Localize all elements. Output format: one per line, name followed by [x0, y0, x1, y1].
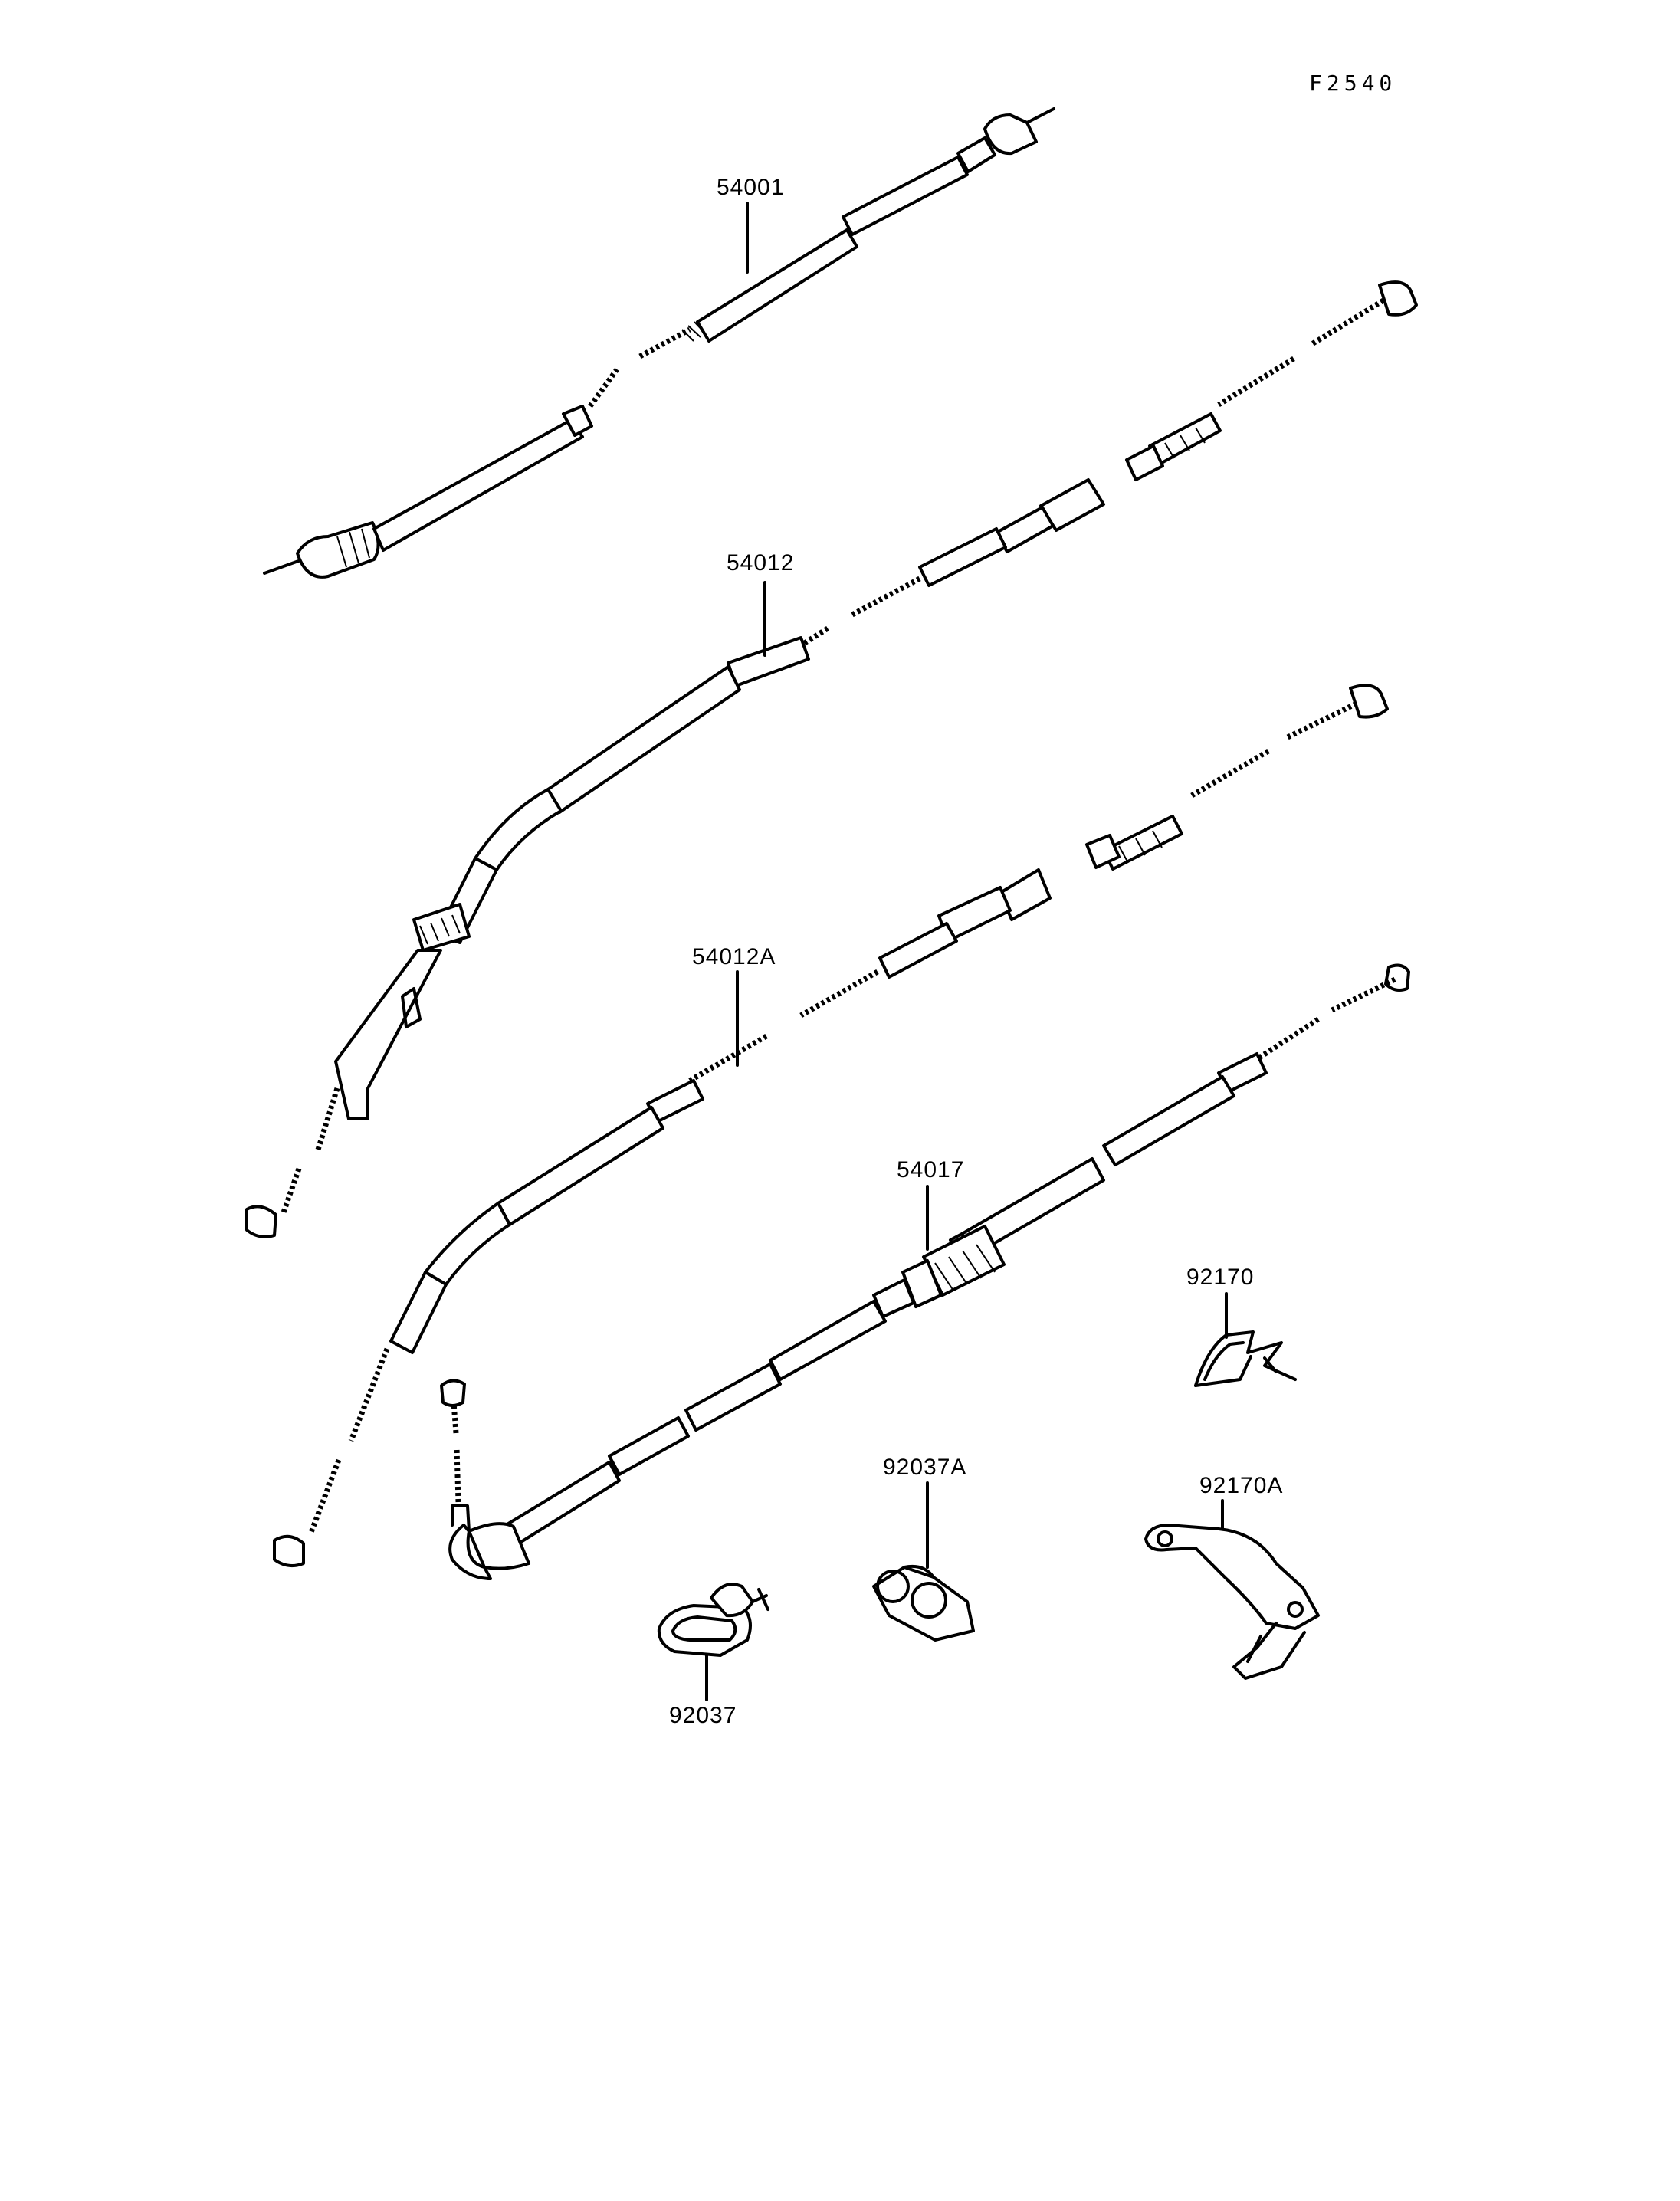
- part-label-92037A: 92037A: [883, 1455, 967, 1480]
- clamp-92037A: [872, 1564, 975, 1642]
- cable-54017: [440, 963, 1410, 1580]
- cable-54012A: [273, 684, 1389, 1568]
- grommet-92037: [657, 1583, 769, 1657]
- part-label-54012A: 54012A: [692, 944, 776, 969]
- bracket-92170A: [1144, 1524, 1320, 1680]
- cable-54001: [263, 107, 1055, 579]
- leader-lines: [705, 202, 1228, 1701]
- part-label-54012: 54012: [727, 550, 795, 576]
- part-label-92170A: 92170A: [1199, 1473, 1284, 1498]
- part-label-54017: 54017: [897, 1157, 965, 1183]
- part-label-92170: 92170: [1186, 1265, 1255, 1290]
- figure-code: F2540: [1309, 71, 1397, 96]
- clip-92170: [1194, 1330, 1297, 1387]
- part-label-54001: 54001: [717, 175, 785, 200]
- part-label-92037: 92037: [669, 1703, 737, 1728]
- cable-54012: [245, 280, 1418, 1238]
